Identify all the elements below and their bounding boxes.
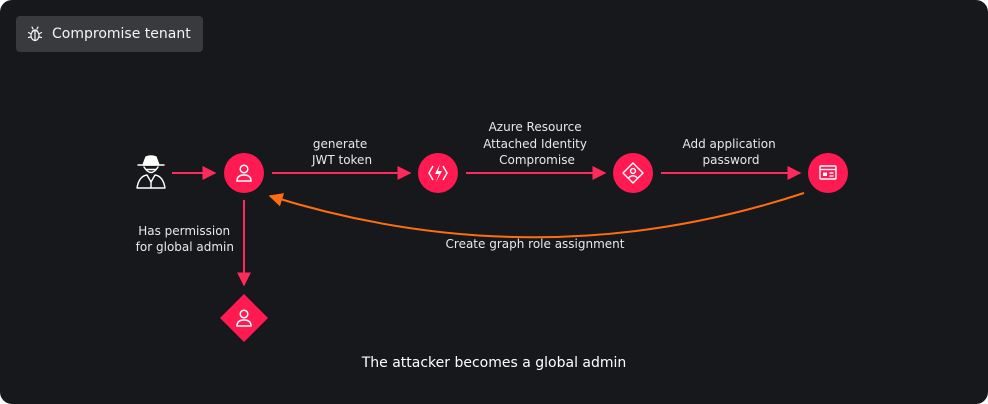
compromise-tenant-tag: Compromise tenant	[16, 16, 203, 52]
managed-identity-icon	[622, 162, 644, 184]
label-permission: Has permission for global admin	[136, 224, 234, 254]
admin-user-icon	[236, 309, 252, 327]
arrow-app-to-user-return	[268, 192, 805, 239]
function-app-icon	[428, 164, 448, 182]
label-graph-role: Create graph role assignment	[446, 237, 625, 251]
label-add-password: Add application password	[682, 137, 779, 167]
label-azure-resource: Azure Resource Attached Identity Comprom…	[483, 120, 591, 167]
user-icon	[236, 164, 252, 182]
label-generate-jwt: generate JWT token	[311, 137, 372, 167]
tag-label: Compromise tenant	[52, 26, 191, 42]
identity-node	[613, 153, 653, 193]
function-app-node	[418, 153, 458, 193]
bug-icon	[27, 26, 43, 42]
diagram-caption: The attacker becomes a global admin	[361, 355, 627, 371]
spy-icon	[136, 155, 166, 189]
app-registration-icon	[819, 165, 837, 180]
app-node	[808, 153, 848, 193]
user-node	[224, 153, 264, 193]
global-admin-node	[220, 294, 268, 342]
